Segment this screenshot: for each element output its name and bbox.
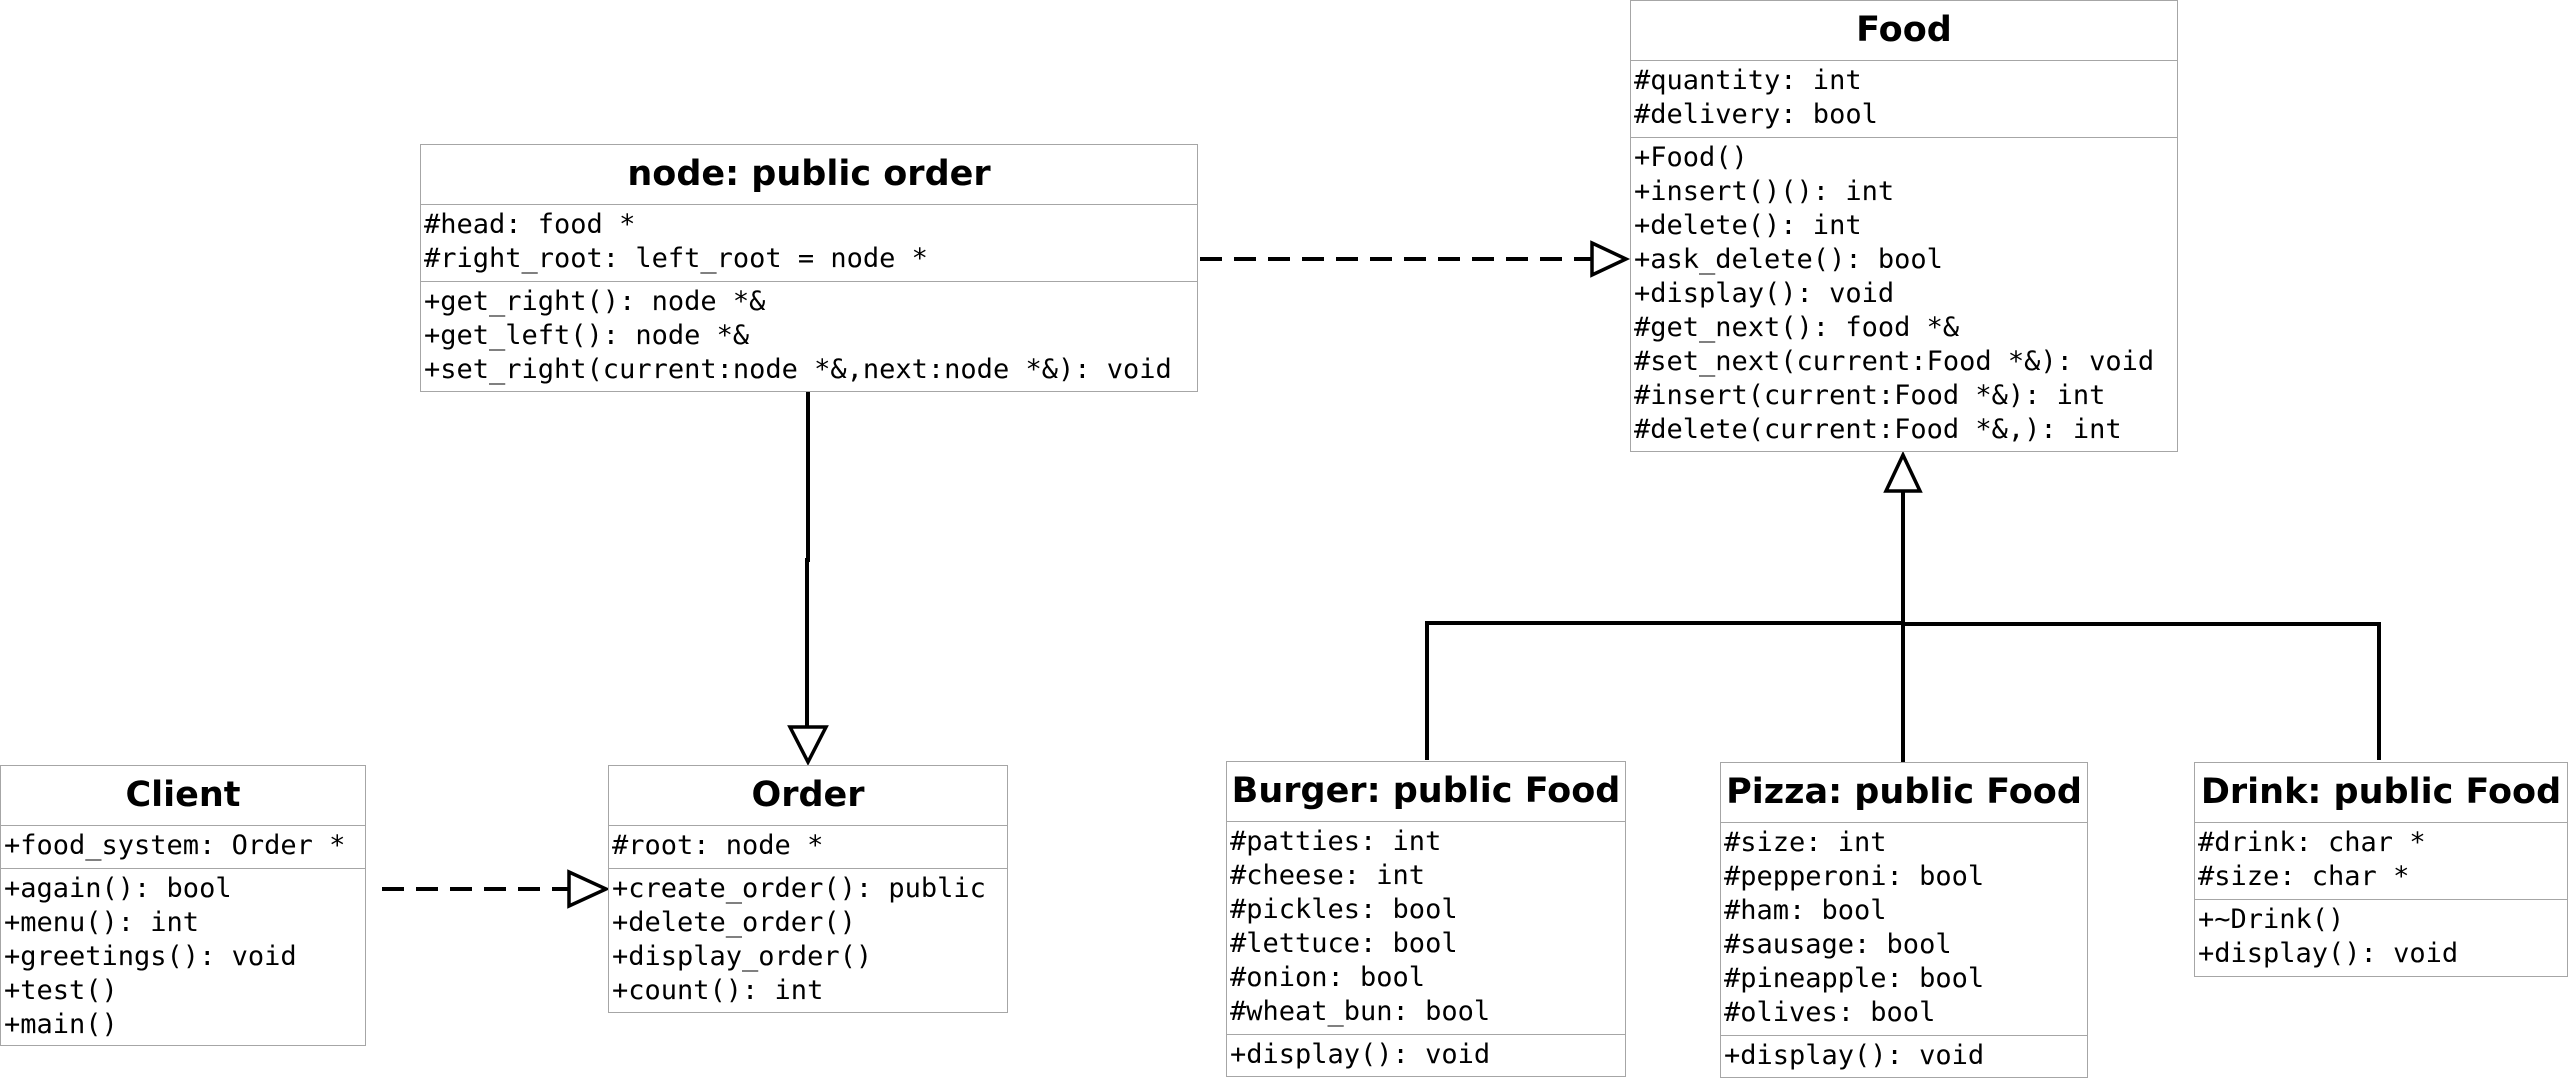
attribute-row: #onion: bool	[1230, 962, 1426, 993]
method-row: +menu(): int	[4, 907, 200, 938]
method-row: +~Drink()	[2198, 904, 2345, 935]
methods-section-burger: +display(): void	[1227, 1035, 1625, 1077]
attributes-section-pizza: #size: int#pepperoni: bool#ham: bool#sau…	[1721, 823, 2087, 1036]
method-row: +main()	[4, 1009, 118, 1040]
method-row: +delete(): int	[1634, 210, 1862, 241]
method-row: +display_order()	[612, 941, 873, 972]
method-row: #insert(current:Food *&): int	[1634, 380, 2106, 411]
attributes-section-order: #root: node *	[609, 826, 1007, 869]
attribute-row: #olives: bool	[1724, 997, 1936, 1028]
attribute-row: #ham: bool	[1724, 895, 1887, 926]
attributes-section-client: +food_system: Order *	[1, 826, 365, 869]
method-row: +set_right(current:node *&,next:node *&)…	[424, 354, 1172, 385]
attribute-row: +food_system: Order *	[4, 830, 346, 861]
methods-section-food: +Food()+insert()(): int+delete(): int+as…	[1631, 138, 2177, 452]
class-box-client[interactable]: Client +food_system: Order * +again(): b…	[0, 765, 366, 1046]
method-row: +again(): bool	[4, 873, 232, 904]
method-row: +insert()(): int	[1634, 176, 1895, 207]
attribute-row: #pineapple: bool	[1724, 963, 1985, 994]
attribute-row: #lettuce: bool	[1230, 928, 1458, 959]
method-row: +test()	[4, 975, 118, 1006]
attribute-row: #sausage: bool	[1724, 929, 1952, 960]
attribute-row: #pepperoni: bool	[1724, 861, 1985, 892]
attribute-row: #delivery: bool	[1634, 99, 1878, 130]
method-row: +ask_delete(): bool	[1634, 244, 1943, 275]
node-to-order-line	[805, 391, 810, 727]
method-row: #delete(current:Food *&,): int	[1634, 414, 2122, 445]
attributes-section-burger: #patties: int#cheese: int#pickles: bool#…	[1227, 822, 1625, 1035]
attribute-row: #drink: char *	[2198, 827, 2426, 858]
class-box-node[interactable]: node: public order #head: food *#right_r…	[420, 144, 1198, 392]
attribute-row: #cheese: int	[1230, 860, 1426, 891]
class-title-node: node: public order	[421, 145, 1197, 205]
attribute-row: #wheat_bun: bool	[1230, 996, 1491, 1027]
class-box-burger[interactable]: Burger: public Food #patties: int#cheese…	[1226, 761, 1626, 1077]
method-row: +get_right(): node *&	[424, 286, 766, 317]
method-row: +count(): int	[612, 975, 824, 1006]
class-box-drink[interactable]: Drink: public Food #drink: char *#size: …	[2194, 762, 2568, 977]
drink-to-food-line	[1903, 622, 2381, 760]
class-box-order[interactable]: Order #root: node * +create_order(): pub…	[608, 765, 1008, 1013]
node-to-order-arrowhead-icon	[787, 725, 829, 766]
methods-section-pizza: +display(): void	[1721, 1036, 2087, 1078]
attribute-row: #root: node *	[612, 830, 824, 861]
class-title-client: Client	[1, 766, 365, 826]
method-row: +Food()	[1634, 142, 1748, 173]
attribute-row: #size: char *	[2198, 861, 2410, 892]
method-row: +display(): void	[1230, 1039, 1491, 1070]
method-row: #get_next(): food *&	[1634, 312, 1960, 343]
methods-section-client: +again(): bool+menu(): int+greetings(): …	[1, 869, 365, 1047]
method-row: +create_order(): public	[612, 873, 986, 904]
subclasses-to-food-arrowhead-icon	[1883, 450, 1923, 493]
class-title-drink: Drink: public Food	[2195, 763, 2567, 823]
attribute-row: #head: food *	[424, 209, 636, 240]
attribute-row: #right_root: left_root = node *	[424, 243, 928, 274]
attribute-row: #patties: int	[1230, 826, 1442, 857]
method-row: +greetings(): void	[4, 941, 297, 972]
method-row: +display(): void	[1724, 1040, 1985, 1071]
attribute-row: #size: int	[1724, 827, 1887, 858]
method-row: +display(): void	[2198, 938, 2459, 969]
attributes-section-food: #quantity: int#delivery: bool	[1631, 61, 2177, 138]
attributes-section-drink: #drink: char *#size: char *	[2195, 823, 2567, 900]
attribute-row: #quantity: int	[1634, 65, 1862, 96]
class-title-burger: Burger: public Food	[1227, 762, 1625, 822]
class-box-pizza[interactable]: Pizza: public Food #size: int#pepperoni:…	[1720, 762, 2088, 1078]
methods-section-drink: +~Drink()+display(): void	[2195, 900, 2567, 976]
attribute-row: #pickles: bool	[1230, 894, 1458, 925]
methods-section-node: +get_right(): node *&+get_left(): node *…	[421, 282, 1197, 392]
class-box-food[interactable]: Food #quantity: int#delivery: bool +Food…	[1630, 0, 2178, 452]
burger-to-food-line	[1425, 621, 1903, 760]
methods-section-order: +create_order(): public+delete_order()+d…	[609, 869, 1007, 1013]
method-row: #set_next(current:Food *&): void	[1634, 346, 2155, 377]
attributes-section-node: #head: food *#right_root: left_root = no…	[421, 205, 1197, 282]
class-title-pizza: Pizza: public Food	[1721, 763, 2087, 823]
client-to-order-arrowhead-icon	[567, 869, 611, 909]
method-row: +display(): void	[1634, 278, 1895, 309]
method-row: +get_left(): node *&	[424, 320, 750, 351]
node-to-food-arrowhead-icon	[1590, 240, 1631, 278]
class-title-order: Order	[609, 766, 1007, 826]
class-title-food: Food	[1631, 1, 2177, 61]
method-row: +delete_order()	[612, 907, 856, 938]
